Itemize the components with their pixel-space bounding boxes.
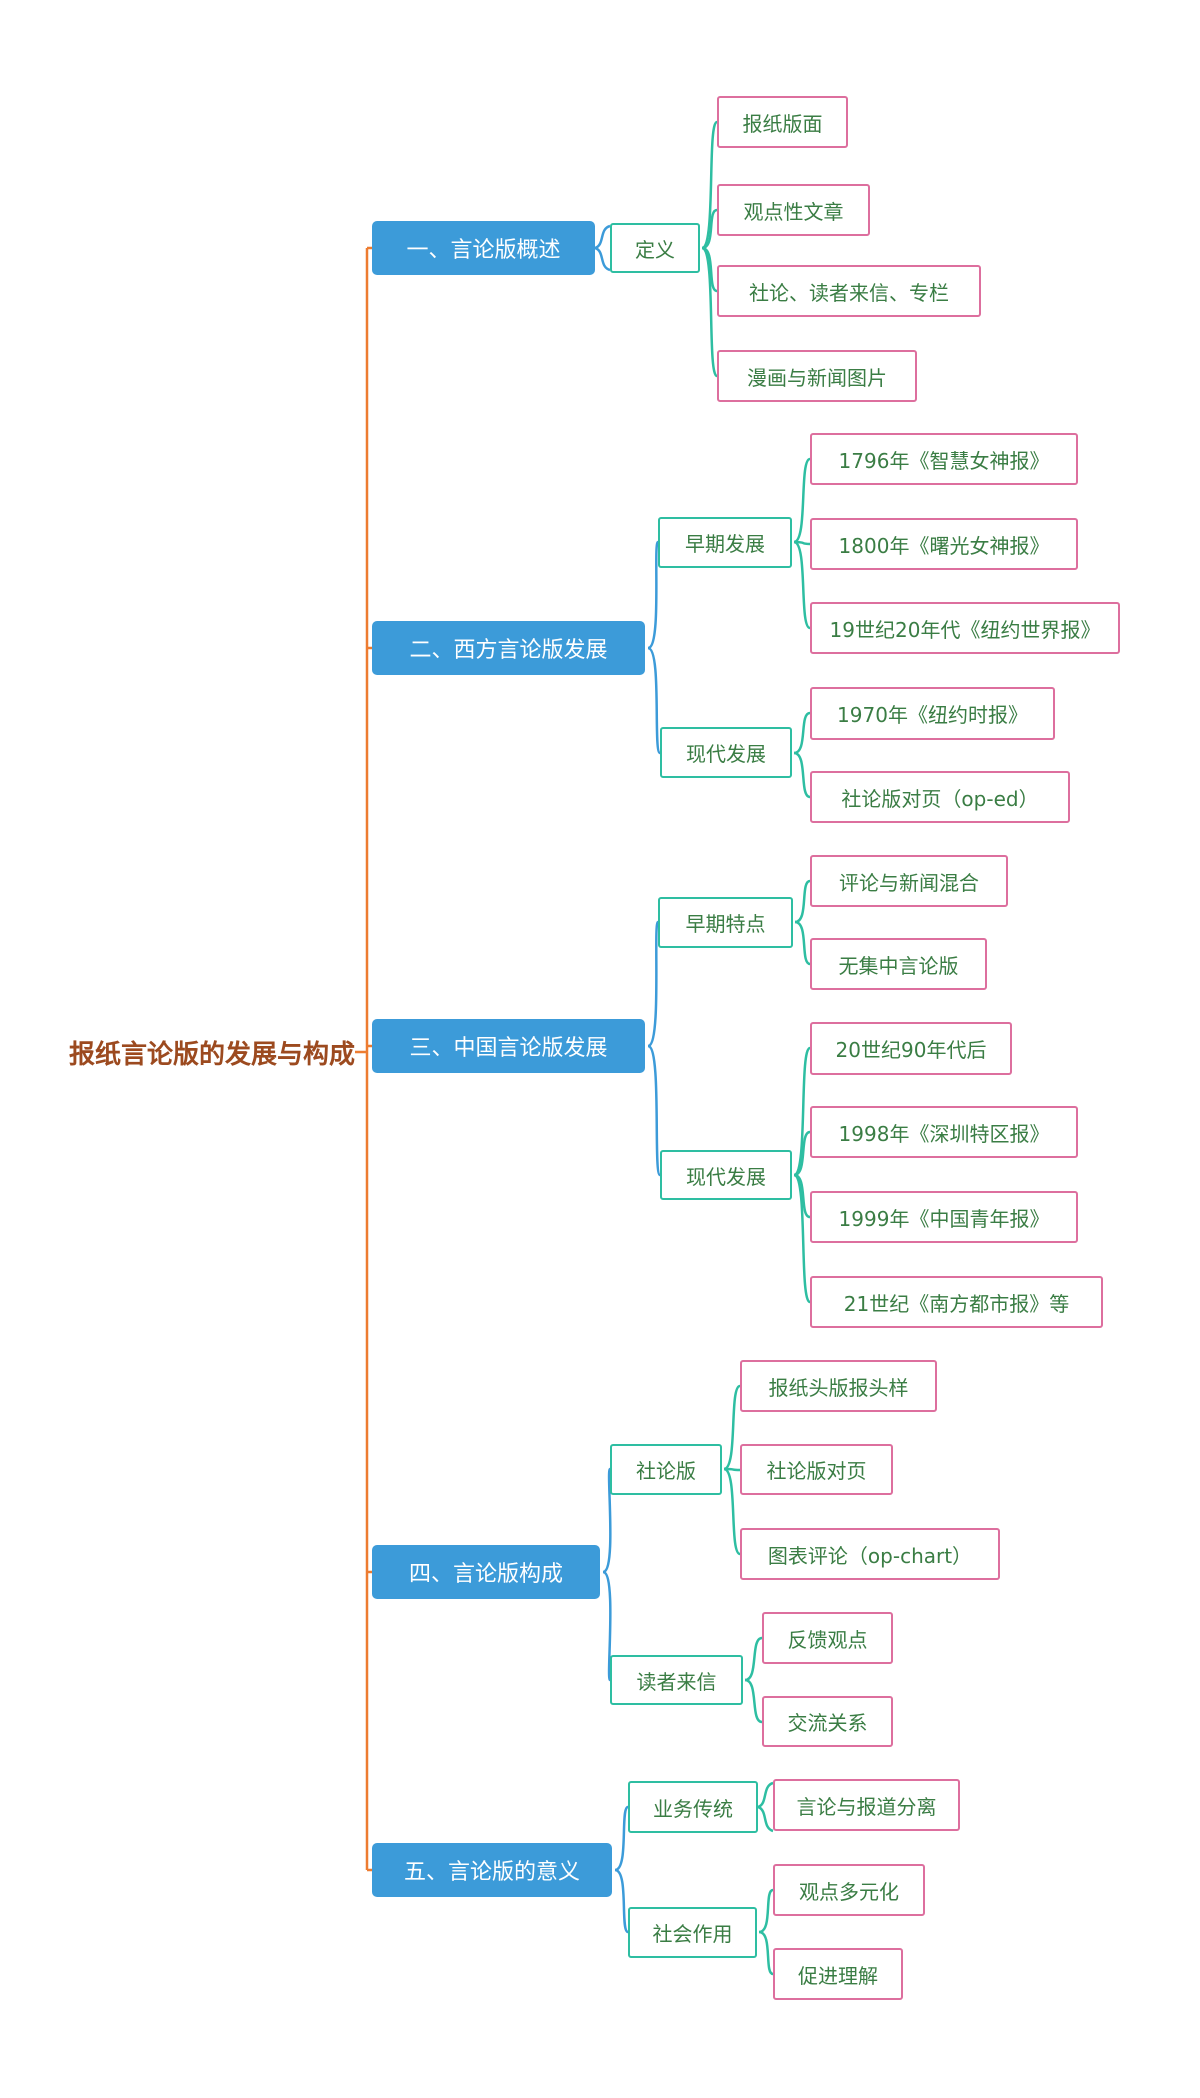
branch-overview[interactable]: 一、言论版概述 — [372, 221, 595, 275]
leaf-1998-shenzhen-sez-daily[interactable]: 1998年《深圳特区报》 — [810, 1106, 1078, 1158]
leaf-opinion-report-separation[interactable]: 言论与报道分离 — [773, 1779, 960, 1831]
branch-significance[interactable]: 五、言论版的意义 — [372, 1843, 612, 1897]
leaf-1820s-ny-world[interactable]: 19世纪20年代《纽约世界报》 — [810, 602, 1120, 654]
leaf-21c-southern-metropolis[interactable]: 21世纪《南方都市报》等 — [810, 1276, 1103, 1328]
leaf-communication-relationship[interactable]: 交流关系 — [762, 1696, 893, 1747]
leaf-cartoons-news-photos[interactable]: 漫画与新闻图片 — [717, 350, 917, 402]
node-modern-development-china[interactable]: 现代发展 — [660, 1150, 792, 1200]
node-social-function[interactable]: 社会作用 — [628, 1907, 757, 1958]
leaf-opinion-articles[interactable]: 观点性文章 — [717, 184, 870, 236]
node-definition[interactable]: 定义 — [610, 223, 700, 273]
leaf-diverse-viewpoints[interactable]: 观点多元化 — [773, 1864, 925, 1916]
leaf-commentary-news-mixed[interactable]: 评论与新闻混合 — [810, 855, 1008, 907]
leaf-1999-china-youth-daily[interactable]: 1999年《中国青年报》 — [810, 1191, 1078, 1243]
leaf-after-1990s[interactable]: 20世纪90年代后 — [810, 1022, 1012, 1075]
leaf-braces — [700, 120, 812, 1976]
node-professional-tradition[interactable]: 业务传统 — [628, 1781, 758, 1833]
leaf-op-ed-facing-page[interactable]: 社论版对页 — [740, 1444, 893, 1495]
node-early-development-west[interactable]: 早期发展 — [658, 517, 792, 568]
node-modern-development-west[interactable]: 现代发展 — [660, 727, 792, 778]
branch-china-development[interactable]: 三、中国言论版发展 — [372, 1019, 645, 1073]
node-early-features[interactable]: 早期特点 — [658, 897, 793, 948]
node-readers-letters[interactable]: 读者来信 — [610, 1655, 743, 1705]
leaf-1796-minerva[interactable]: 1796年《智慧女神报》 — [810, 433, 1078, 485]
branch-braces — [590, 224, 662, 1934]
leaf-1800-aurora[interactable]: 1800年《曙光女神报》 — [810, 518, 1078, 570]
leaf-op-ed-page[interactable]: 社论版对页（op-ed） — [810, 771, 1070, 823]
root-spine-connector — [355, 246, 372, 1872]
leaf-promote-understanding[interactable]: 促进理解 — [773, 1948, 903, 2000]
root-node[interactable]: 报纸言论版的发展与构成 — [68, 1039, 355, 1070]
leaf-op-chart[interactable]: 图表评论（op-chart） — [740, 1528, 1000, 1580]
leaf-no-dedicated-opinion-page[interactable]: 无集中言论版 — [810, 938, 987, 990]
leaf-front-page-masthead[interactable]: 报纸头版报头样 — [740, 1360, 937, 1412]
node-editorial-page[interactable]: 社论版 — [610, 1444, 722, 1495]
branch-western-development[interactable]: 二、西方言论版发展 — [372, 621, 645, 675]
leaf-newspaper-layout[interactable]: 报纸版面 — [717, 96, 848, 148]
leaf-feedback-opinions[interactable]: 反馈观点 — [762, 1612, 893, 1664]
leaf-1970-ny-times[interactable]: 1970年《纽约时报》 — [810, 687, 1055, 740]
branch-composition[interactable]: 四、言论版构成 — [372, 1545, 600, 1599]
leaf-editorial-letters-columns[interactable]: 社论、读者来信、专栏 — [717, 265, 981, 317]
